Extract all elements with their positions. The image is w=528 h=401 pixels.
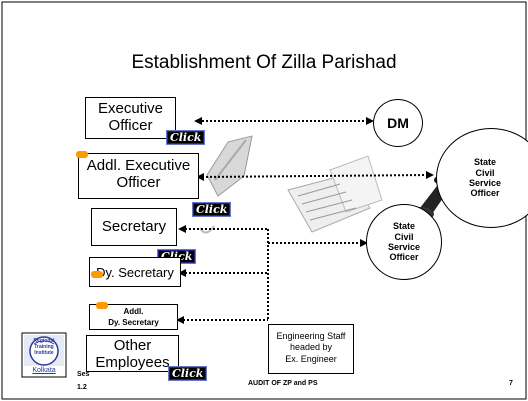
logo-line2: Training [34, 344, 54, 350]
addl-executive-officer-line1: Addl. Executive [86, 157, 191, 174]
scso-top-line2: Civil [475, 167, 495, 178]
logo-text: Regional Training Institute [24, 338, 64, 356]
addl-dy-secretary-line2: Dy. Secretary [108, 317, 159, 327]
other-employees-line1: Other [113, 337, 152, 354]
clipart-documents-icon [287, 155, 383, 233]
box-addl-executive-officer: Addl. Executive Officer [78, 153, 199, 199]
node-state-civil-service-officer-top: State Civil Service Officer [436, 128, 528, 228]
click-button-executive-officer[interactable]: Click [166, 130, 206, 145]
new-badge-icon [91, 271, 103, 278]
arrow-left-icon [176, 316, 184, 324]
arrow-right-icon [366, 117, 374, 125]
box-engineering-staff: Engineering Staff headed by Ex. Engineer [268, 324, 354, 374]
scso-line1: State [392, 221, 415, 232]
addl-dy-secretary-line1: Addl. [123, 307, 144, 316]
executive-officer-line1: Executive [97, 100, 164, 117]
arrow-left-icon [196, 173, 204, 181]
slide-title: Establishment Of Zilla Parishad [131, 52, 397, 73]
scso-top-line3: Service [469, 178, 502, 188]
engineering-line3: Ex. Engineer [285, 353, 337, 364]
rti-logo [21, 332, 67, 378]
dy-secretary-label: Dy. Secretary [96, 265, 174, 280]
scso-line3: Service [387, 242, 421, 252]
scso-top-line1: State [474, 157, 497, 168]
box-executive-officer: Executive Officer [85, 97, 176, 139]
logo-city: Kolkata [32, 367, 56, 374]
logo-line1: Regional [33, 338, 55, 344]
click-button-other-employees[interactable]: Click [168, 366, 208, 381]
footer-session-label: Ses 1.2 [77, 370, 89, 392]
other-employees-line2: Employees [95, 353, 170, 371]
arrow-left-icon [194, 117, 202, 125]
connector-aeo-scso-top [201, 174, 429, 178]
node-state-civil-service-officer: State Civil Service Officer [366, 204, 442, 280]
engineering-line2: headed by [289, 342, 333, 353]
logo-line3: Institute [34, 350, 54, 356]
footer-center-text: AUDIT OF ZP and PS [248, 380, 318, 387]
scso-line2: Civil [394, 231, 414, 242]
page-number: 7 [509, 380, 513, 387]
box-secretary: Secretary [91, 208, 177, 246]
executive-officer-line2: Officer [108, 116, 153, 134]
arrow-right-icon [426, 171, 434, 179]
engineering-line1: Engineering Staff [276, 331, 346, 341]
arrow-left-icon [178, 269, 186, 277]
footer-session-line1: Ses [77, 371, 90, 378]
new-badge-icon [96, 302, 108, 309]
node-dm: DM [373, 99, 423, 147]
arrowheads [176, 117, 434, 324]
box-dy-secretary: Dy. Secretary [89, 257, 181, 287]
footer-session-line2: 1.2 [77, 384, 87, 391]
addl-executive-officer-line2: Officer [116, 173, 161, 191]
dm-label: DM [387, 115, 409, 131]
arrow-right-icon [360, 239, 368, 247]
scso-top-line4: Officer [470, 188, 500, 199]
box-other-employees: Other Employees [86, 335, 179, 372]
arrow-left-icon [178, 225, 186, 233]
scso-line4: Officer [389, 252, 419, 263]
clipart-pen-icon [199, 135, 253, 234]
connector-lines [183, 120, 429, 321]
new-badge-icon [76, 151, 88, 158]
click-button-addl-executive-officer[interactable]: Click [192, 202, 232, 217]
secretary-label: Secretary [101, 218, 167, 235]
